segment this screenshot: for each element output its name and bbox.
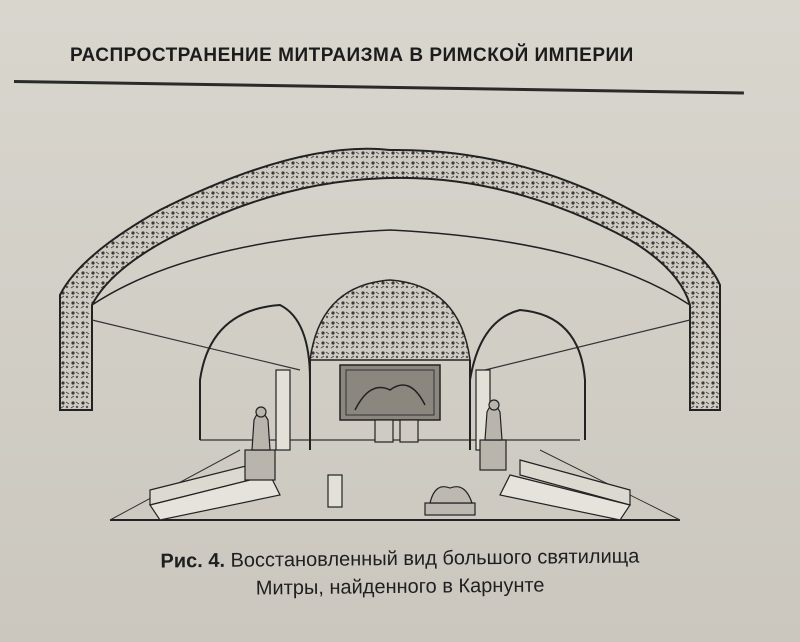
statue-left [244, 406, 276, 481]
inner-vault [91, 229, 691, 306]
cult-relief [339, 364, 441, 421]
figure-caption: Рис. 4. Восстановленный вид большого свя… [60, 541, 741, 604]
left-arch [199, 303, 311, 450]
outer-vault [59, 147, 721, 411]
column-left [275, 369, 291, 451]
caption-label: Рис. 4. [160, 549, 226, 573]
header-rule [13, 80, 744, 95]
sanctuary-drawing [59, 147, 721, 521]
lion-sculpture [424, 486, 476, 516]
altar-center [374, 419, 419, 443]
statue-right [479, 399, 507, 471]
figure-sanctuary-illustration [40, 120, 740, 540]
small-altar [327, 474, 343, 508]
running-head: РАСПРОСТРАНЕНИЕ МИТРАИЗМА В РИМСКОЙ ИМПЕ… [70, 45, 634, 66]
right-arch [469, 308, 586, 450]
central-apse [309, 279, 471, 361]
caption-text-1: Восстановленный вид большого святилища [230, 545, 640, 572]
